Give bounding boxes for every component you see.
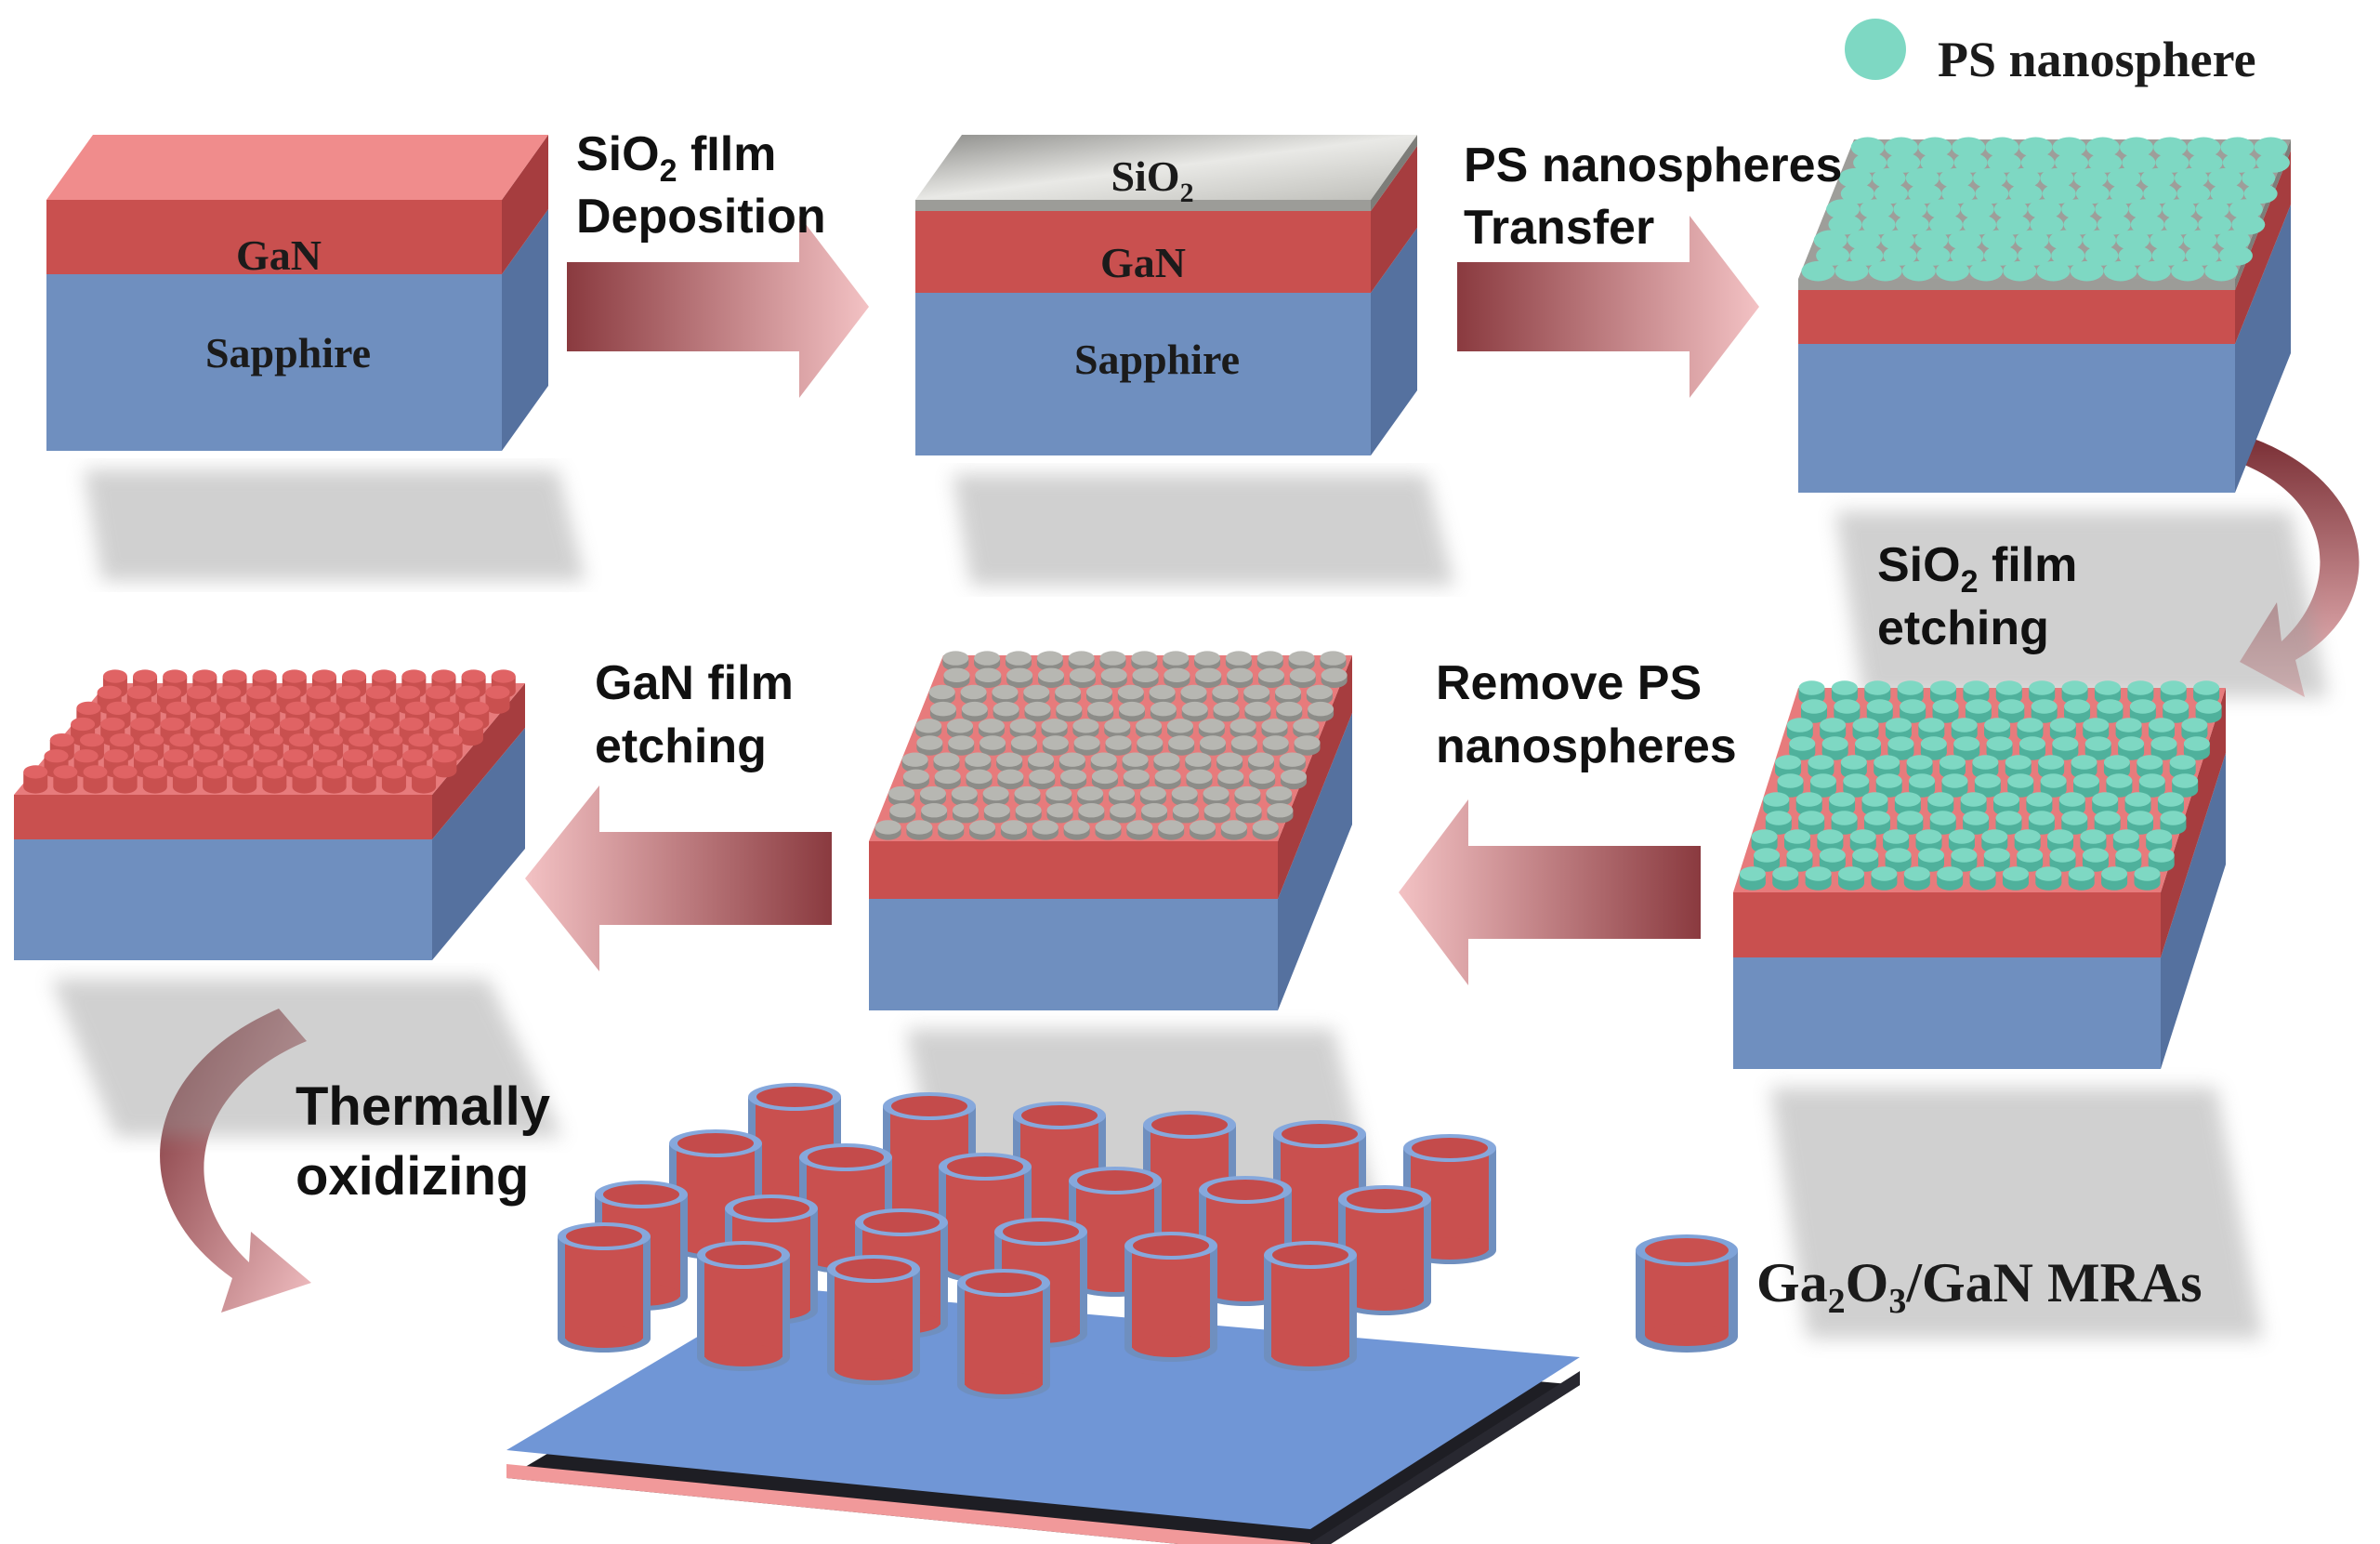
step-label-sio2-deposition: SiO2 fIlm Deposition	[576, 127, 826, 244]
step-label-ps-transfer: PS nanospheres Transfer	[1464, 139, 1842, 255]
ps-nanosphere-legend-label: PS nanosphere	[1938, 32, 2256, 87]
gan-layer-label-2: GaN	[1100, 239, 1186, 286]
gan-layer-label: GaN	[236, 231, 322, 279]
ps-nanosphere-legend: PS nanosphere	[1845, 19, 2256, 87]
svg-text:Transfer: Transfer	[1464, 201, 1654, 255]
sapphire-layer-label-2: Sapphire	[1074, 336, 1240, 383]
svg-text:etching: etching	[595, 719, 767, 773]
sio2-dot-mask	[874, 651, 1348, 840]
mra-cylinder	[957, 1269, 1050, 1399]
mra-cylinder	[558, 1222, 651, 1353]
block-gan-sapphire	[46, 135, 585, 581]
svg-text:Deposition: Deposition	[576, 190, 826, 244]
svg-text:SiO2 fIlm: SiO2 fIlm	[576, 127, 776, 189]
step-label-sio2-etching: SiO2 film etching	[1877, 538, 2077, 655]
svg-text:PS nanospheres: PS nanospheres	[1464, 139, 1842, 192]
block-sio2-gan-sapphire	[915, 135, 1454, 586]
mra-cylinder	[1124, 1232, 1217, 1362]
mra-cylinder	[827, 1255, 920, 1385]
mra-cylinder	[697, 1241, 790, 1371]
gan-pillars	[23, 669, 516, 794]
mra-cylinder	[939, 1153, 1032, 1283]
arrow-step-4	[1399, 799, 1701, 985]
ps-nanosphere-icon	[1845, 19, 1906, 80]
mra-array-3d	[506, 1083, 1580, 1544]
svg-text:nanospheres: nanospheres	[1436, 719, 1737, 773]
step-label-gan-etching: GaN film etching	[595, 656, 794, 773]
step-label-remove-ps: Remove PS nanospheres	[1436, 656, 1737, 773]
svg-text:etching: etching	[1877, 601, 2049, 655]
step-label-thermal-oxidizing: Thermally oxidizing	[296, 1076, 550, 1207]
arrow-step-5	[525, 785, 832, 971]
arrow-step-2	[1457, 216, 1759, 398]
svg-text:Remove PS: Remove PS	[1436, 656, 1702, 710]
svg-text:Thermally: Thermally	[296, 1076, 550, 1137]
mra-cylinder-icon	[1636, 1234, 1738, 1353]
svg-text:SiO2 film: SiO2 film	[1877, 538, 2077, 600]
mra-cylinder	[1264, 1241, 1357, 1371]
sio2-pillars-with-ps	[1739, 680, 2222, 891]
mra-legend-label: Ga2O3/GaN MRAs	[1756, 1252, 2202, 1321]
sio2-layer-label: SiO2	[1111, 152, 1193, 208]
sapphire-layer-label: Sapphire	[205, 329, 371, 376]
ps-nanosphere-monolayer	[1801, 137, 2290, 282]
svg-text:oxidizing: oxidizing	[296, 1146, 529, 1207]
arrow-step-1	[567, 216, 869, 398]
svg-text:GaN film: GaN film	[595, 656, 794, 710]
mra-legend: Ga2O3/GaN MRAs	[1636, 1234, 2202, 1353]
